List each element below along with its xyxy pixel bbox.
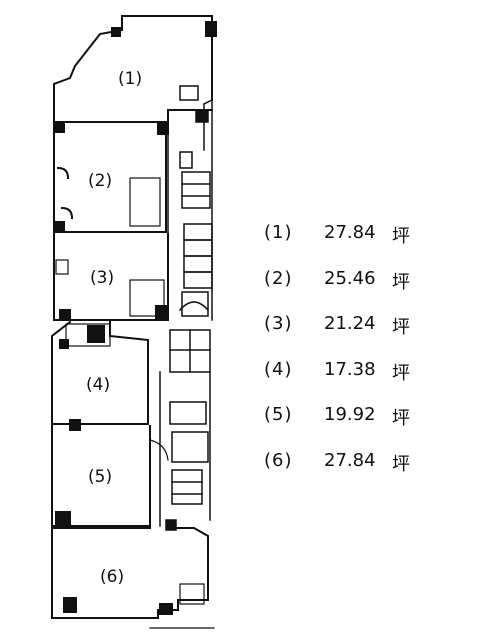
room-2-label: (2)	[88, 171, 112, 191]
legend-row-2: (2) 25.46 坪	[264, 268, 464, 314]
legend-label: (3)	[264, 313, 293, 334]
room-4-label: (4)	[86, 375, 110, 395]
legend-area: 25.46	[324, 267, 376, 289]
legend-row-5: (5) 19.92 坪	[264, 404, 464, 450]
legend-area: 27.84	[324, 449, 376, 471]
room-1-walls	[53, 15, 217, 123]
legend-area: 21.24	[324, 313, 376, 334]
room-5-label: (5)	[88, 467, 112, 487]
legend-label: (5)	[264, 404, 293, 425]
room-1-label: (1)	[118, 69, 142, 89]
legend-row-1: (1) 27.84 坪	[264, 222, 464, 268]
legend-label: (6)	[264, 449, 293, 471]
core-corridor	[159, 85, 214, 531]
legend-unit: 坪	[392, 226, 410, 247]
room-6-walls	[51, 527, 215, 629]
legend-unit: 坪	[392, 271, 410, 293]
room-5-walls	[51, 425, 169, 527]
room-3-label: (3)	[90, 268, 114, 288]
legend-label: (1)	[264, 222, 293, 243]
legend-label: (2)	[264, 267, 293, 289]
legend-label: (4)	[264, 358, 293, 380]
legend-area: 17.38	[324, 358, 376, 380]
legend-unit: 坪	[392, 408, 410, 429]
area-legend: (1) 27.84 坪 (2) 25.46 坪 (3) 21.24 坪 (4) …	[264, 222, 464, 495]
legend-row-6: (6) 27.84 坪	[264, 450, 464, 496]
legend-area: 19.92	[324, 404, 376, 425]
room-6-label: (6)	[100, 567, 124, 587]
legend-unit: 坪	[392, 317, 410, 338]
legend-row-4: (4) 17.38 坪	[264, 359, 464, 405]
legend-row-3: (3) 21.24 坪	[264, 313, 464, 359]
legend-unit: 坪	[392, 453, 410, 475]
legend-area: 27.84	[324, 222, 376, 243]
legend-unit: 坪	[392, 362, 410, 384]
room-4-walls	[51, 320, 149, 431]
